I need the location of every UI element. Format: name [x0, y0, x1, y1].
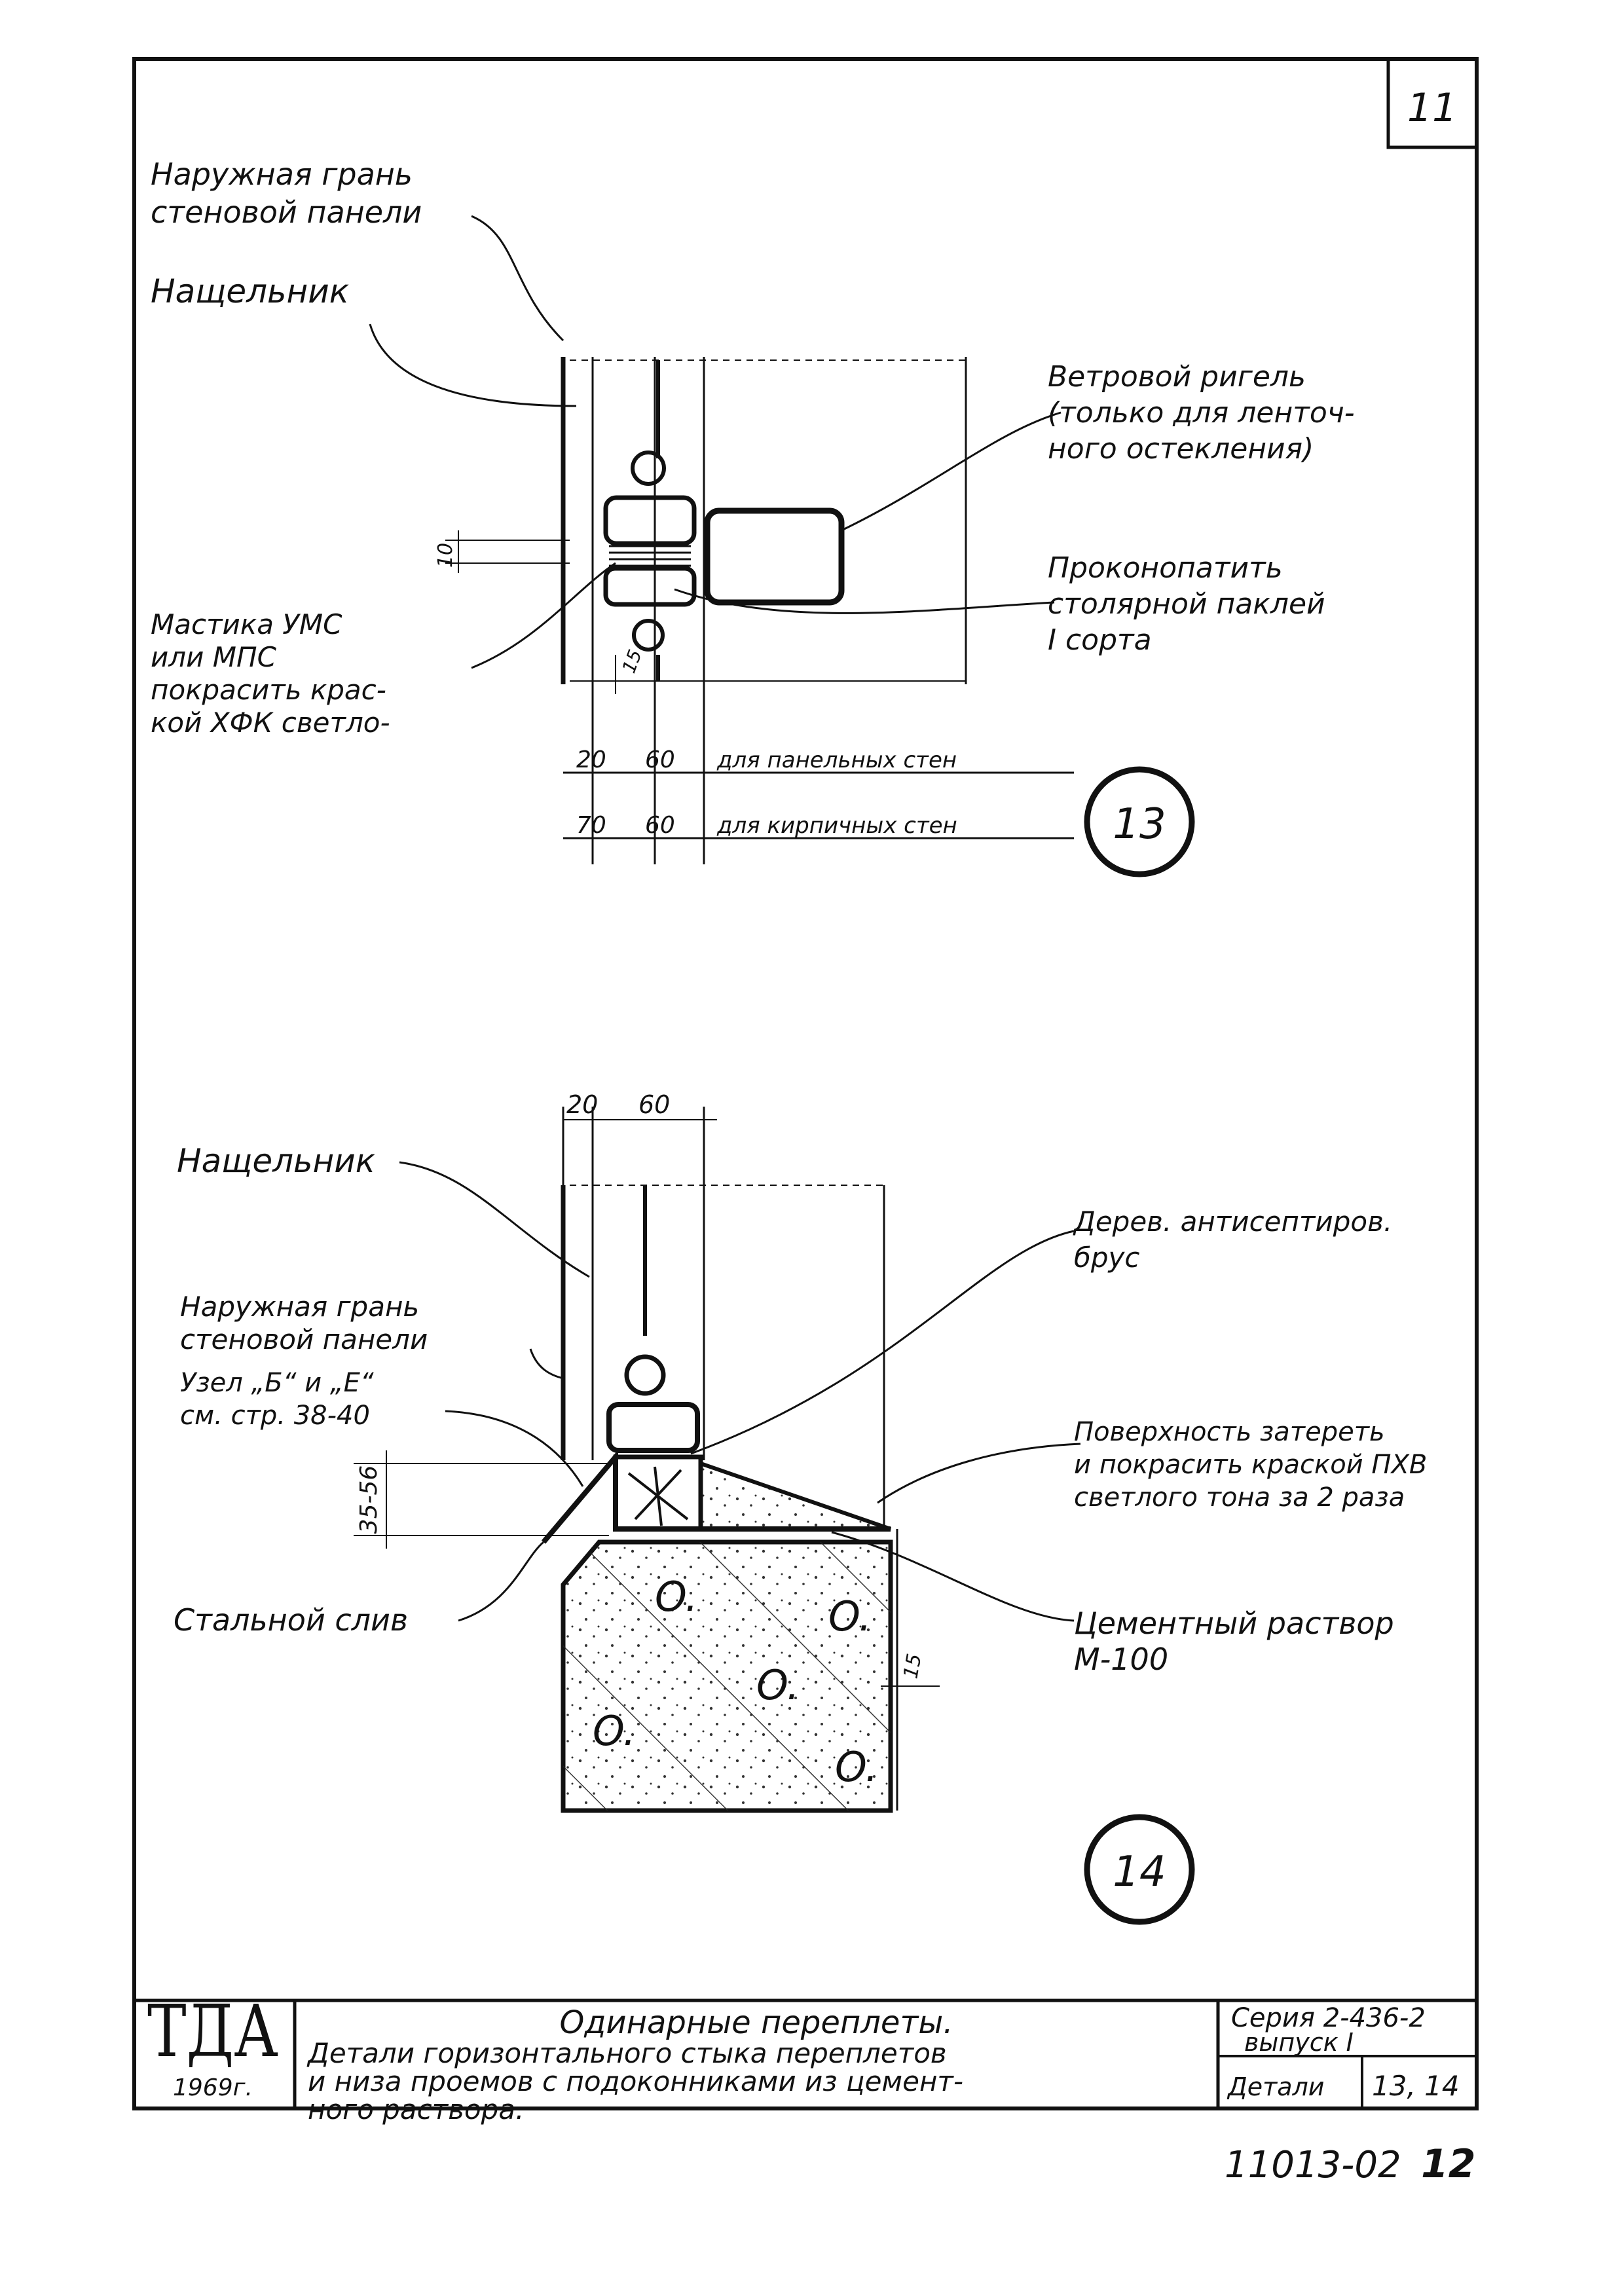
- label-mastic-line3: покрасить крас-: [151, 674, 386, 706]
- label-caulk-line2: столярной паклей: [1048, 587, 1325, 621]
- dim-60: 60: [638, 1090, 670, 1119]
- dim-15-top: 15: [618, 647, 646, 676]
- document-page: 12: [1421, 2141, 1476, 2187]
- table-row2-b: 60: [645, 812, 675, 839]
- detail-13-labels: Наружная грань стеновой панели Нащельник…: [151, 156, 1355, 839]
- marker-13: 13: [1113, 800, 1166, 849]
- title-block: ТДА 1969г. Одинарные переплеты. Детали г…: [147, 1989, 1477, 2126]
- label-node-ref-line1: Узел „Б“ и „Е“: [180, 1368, 374, 1398]
- title-description-line3: ного раствора.: [308, 2093, 524, 2126]
- table-row1-b: 60: [645, 746, 675, 773]
- label-mastic-line2: или МПС: [151, 641, 277, 673]
- table-row2-a: 70: [576, 812, 606, 839]
- series-text: Серия 2-436-2: [1231, 2003, 1426, 2033]
- sheet-number-box: 11: [1386, 57, 1479, 149]
- table-row1-note: для панельных стен: [716, 747, 957, 773]
- details-label: Детали: [1227, 2072, 1324, 2101]
- label-mastic-line1: Мастика УМС: [151, 608, 342, 640]
- label-wind-bar-line2: (только для ленточ-: [1048, 396, 1355, 430]
- table-row1-a: 20: [576, 746, 606, 773]
- label-wind-bar-line3: ного остекления): [1048, 432, 1314, 466]
- label-surface-line1: Поверхность затереть: [1074, 1417, 1385, 1447]
- dim-10: 10: [434, 543, 457, 568]
- detail-14: 20 60 O. O. O. O. O. 35-56 15: [354, 1090, 1195, 1925]
- title-description-line1: Детали горизонтального стыка переплетов: [306, 2037, 947, 2069]
- label-surface-line3: светлого тона за 2 раза: [1074, 1482, 1405, 1513]
- label-wind-bar-line1: Ветровой ригель: [1048, 360, 1306, 394]
- sheet-number: 11: [1407, 85, 1457, 131]
- label-batten-14: Нащельник: [177, 1142, 375, 1180]
- title-main: Одинарные переплеты.: [559, 2004, 953, 2041]
- label-mortar-line1: Цементный раствор: [1074, 1606, 1394, 1641]
- aggregate-mark: O.: [835, 1743, 878, 1791]
- label-beam-line2: брус: [1074, 1242, 1140, 1274]
- document-code: 11013-02: [1225, 2144, 1401, 2186]
- label-caulk-line3: I сорта: [1048, 623, 1152, 657]
- details-value: 13, 14: [1372, 2070, 1460, 2102]
- detail-14-labels: Нащельник Наружная грань стеновой панели…: [174, 1142, 1427, 1677]
- year-stamp: 1969г.: [173, 2074, 253, 2101]
- marker-14: 14: [1113, 1848, 1166, 1896]
- label-outer-face-13-line2: стеновой панели: [151, 194, 422, 230]
- aggregate-mark: O.: [593, 1707, 636, 1755]
- label-outer-face-14-line1: Наружная грань: [180, 1291, 419, 1323]
- document-number: 11013-02 12: [1225, 2141, 1476, 2187]
- label-mortar-line2: М-100: [1074, 1642, 1168, 1677]
- table-row2-note: для кирпичных стен: [716, 813, 957, 839]
- issue-text: выпуск I: [1244, 2028, 1354, 2057]
- aggregate-mark: O.: [655, 1573, 698, 1621]
- detail-13: 10 15 13: [369, 215, 1195, 877]
- label-node-ref-line2: см. стр. 38-40: [180, 1401, 370, 1431]
- aggregate-mark: O.: [756, 1661, 800, 1709]
- label-outer-face-14-line2: стеновой панели: [180, 1323, 428, 1355]
- aggregate-mark: O.: [828, 1592, 872, 1640]
- dim-15-bottom: 15: [899, 1652, 926, 1681]
- dim-20: 20: [566, 1090, 598, 1119]
- label-outer-face-13-line1: Наружная грань: [151, 156, 413, 192]
- label-batten-13: Нащельник: [151, 272, 349, 310]
- label-sill-flash: Стальной слив: [174, 1602, 408, 1638]
- dim-35-56: 35-56: [356, 1465, 382, 1534]
- title-description-line2: и низа проемов с подоконниками из цемент…: [308, 2065, 963, 2097]
- tda-logo: ТДА: [147, 1989, 278, 2073]
- sheet-frame: [132, 57, 1479, 2110]
- label-beam-line1: Дерев. антисептиров.: [1073, 1205, 1392, 1238]
- label-caulk-line1: Проконопатить: [1048, 551, 1283, 585]
- label-surface-line2: и покрасить краской ПХВ: [1074, 1450, 1427, 1480]
- label-mastic-line4: кой ХФК светло-: [151, 707, 390, 739]
